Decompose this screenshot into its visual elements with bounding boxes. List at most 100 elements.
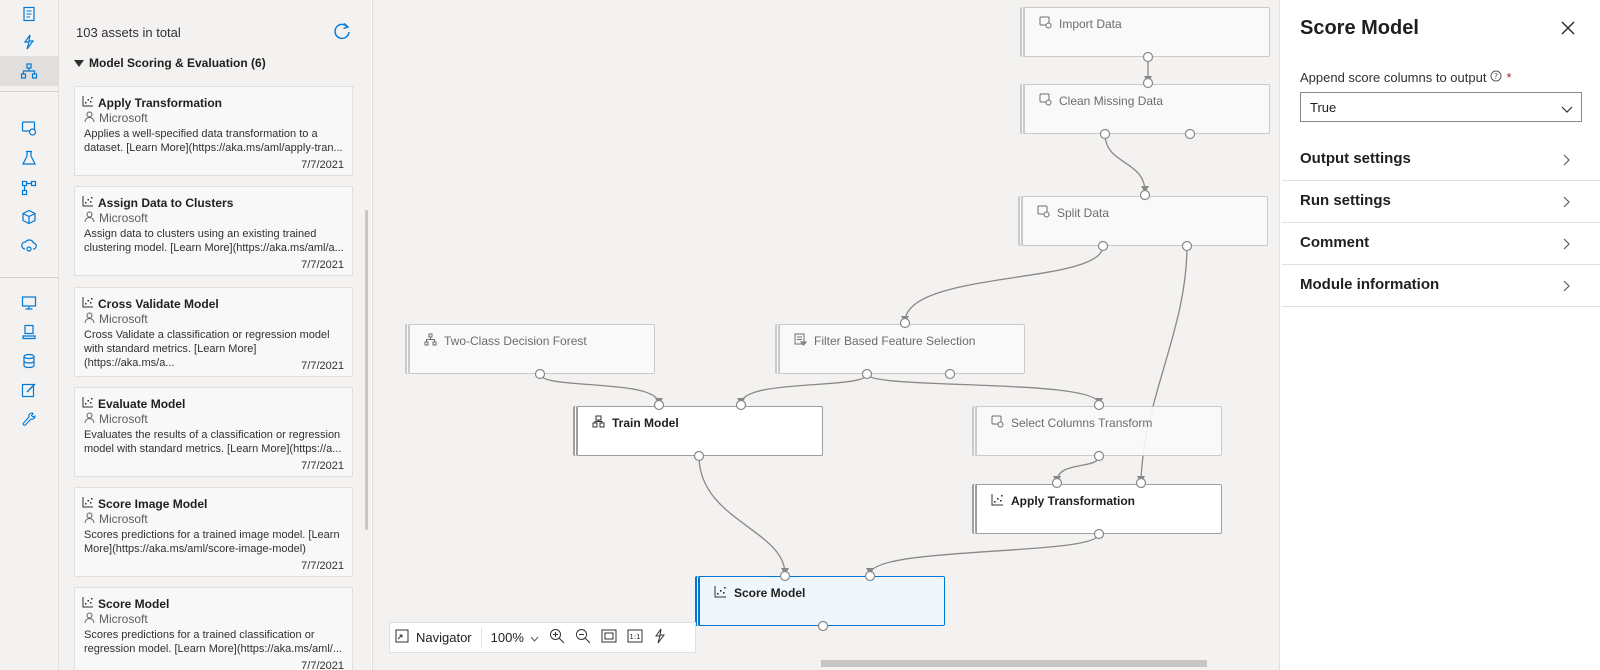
asset-card-date: 7/7/2021 bbox=[301, 159, 344, 171]
tree-icon bbox=[424, 333, 437, 349]
asset-card-description: Cross Validate a classification or regre… bbox=[84, 329, 330, 369]
dataset-icon bbox=[1037, 205, 1050, 221]
asset-card[interactable]: Score Model Microsoft Scores predictions… bbox=[74, 587, 353, 670]
node-label: Train Model bbox=[612, 416, 679, 430]
settings-icon[interactable] bbox=[14, 407, 44, 431]
datasets-icon[interactable] bbox=[14, 116, 44, 140]
navigator-button[interactable]: Navigator bbox=[390, 622, 477, 653]
asset-library-panel: 103 assets in total Model Scoring & Eval… bbox=[59, 0, 371, 670]
person-icon bbox=[84, 312, 95, 326]
chevron-right-icon bbox=[1563, 195, 1571, 212]
asset-card-title: Assign Data to Clusters bbox=[98, 195, 234, 210]
auto-layout-button[interactable] bbox=[648, 622, 672, 653]
asset-card[interactable]: Assign Data to Clusters Microsoft Assign… bbox=[74, 186, 353, 276]
asset-card-title: Evaluate Model bbox=[98, 396, 186, 411]
compute-icon[interactable] bbox=[14, 291, 44, 315]
node-label: Import Data bbox=[1059, 17, 1122, 31]
zoom-in-button[interactable] bbox=[544, 622, 570, 653]
section-label: Module information bbox=[1300, 276, 1440, 293]
asset-panel-scrollbar[interactable] bbox=[365, 210, 368, 530]
asset-card[interactable]: Score Image Model Microsoft Scores predi… bbox=[74, 487, 353, 577]
svg-text:1:1: 1:1 bbox=[629, 633, 640, 641]
panel-title: Score Model bbox=[1300, 17, 1419, 39]
node-import-data[interactable]: Import Data bbox=[1020, 7, 1270, 57]
linked-services-icon[interactable] bbox=[14, 378, 44, 402]
asset-card-description: Applies a well-specified data transforma… bbox=[84, 128, 343, 154]
fit-to-screen-button[interactable] bbox=[596, 622, 622, 653]
section-comment[interactable]: Comment bbox=[1282, 223, 1600, 265]
actual-size-button[interactable]: 1:1 bbox=[622, 622, 648, 653]
pipeline-canvas[interactable]: Import Data Clean Missing Data Split Dat… bbox=[372, 0, 1394, 670]
asset-card-publisher: Microsoft bbox=[99, 211, 148, 225]
asset-card-title: Score Model bbox=[98, 596, 170, 611]
scatter-chart-icon bbox=[991, 493, 1004, 509]
wire-filter-train bbox=[740, 373, 868, 405]
scatter-chart-icon bbox=[714, 585, 727, 601]
canvas-horizontal-scrollbar[interactable] bbox=[821, 660, 1207, 667]
refresh-icon[interactable] bbox=[332, 21, 352, 41]
chevron-right-icon bbox=[1563, 237, 1571, 254]
train-icon bbox=[592, 415, 605, 431]
section-output-settings[interactable]: Output settings bbox=[1282, 139, 1600, 181]
endpoints-icon[interactable] bbox=[14, 234, 44, 258]
person-icon bbox=[84, 211, 95, 225]
experiments-icon[interactable] bbox=[14, 146, 44, 170]
param-label-text: Append score columns to output bbox=[1300, 70, 1487, 85]
node-split-data[interactable]: Split Data bbox=[1018, 196, 1268, 246]
asset-card-title: Apply Transformation bbox=[98, 95, 223, 110]
asset-card[interactable]: Evaluate Model Microsoft Evaluates the r… bbox=[74, 387, 353, 477]
notebook-icon[interactable] bbox=[14, 2, 44, 26]
append-score-select[interactable]: True bbox=[1300, 92, 1582, 122]
designer-icon[interactable] bbox=[0, 56, 58, 86]
asset-card[interactable]: Apply Transformation Microsoft Applies a… bbox=[74, 86, 353, 176]
wire-split-filter bbox=[904, 245, 1104, 323]
section-label: Comment bbox=[1300, 234, 1370, 251]
node-score-model[interactable]: Score Model bbox=[695, 576, 945, 626]
person-icon bbox=[84, 512, 95, 526]
node-two-class-decision-forest[interactable]: Two-Class Decision Forest bbox=[405, 324, 655, 374]
required-asterisk: * bbox=[1506, 70, 1512, 85]
automl-icon[interactable] bbox=[14, 30, 44, 54]
node-train-model[interactable]: Train Model bbox=[573, 406, 823, 456]
actual-size-icon: 1:1 bbox=[627, 629, 643, 646]
node-select-columns-transform[interactable]: Select Columns Transform bbox=[972, 406, 1222, 456]
node-label: Split Data bbox=[1057, 206, 1110, 220]
chevron-right-icon bbox=[1563, 153, 1571, 170]
chevron-right-icon bbox=[1563, 279, 1571, 296]
dataset-icon bbox=[991, 415, 1004, 431]
asset-card-publisher: Microsoft bbox=[99, 512, 148, 526]
asset-card-date: 7/7/2021 bbox=[301, 360, 344, 372]
chevron-down-icon bbox=[1561, 102, 1573, 117]
asset-card-title: Score Image Model bbox=[98, 496, 208, 511]
asset-card[interactable]: Cross Validate Model Microsoft Cross Val… bbox=[74, 287, 353, 377]
caret-down-icon bbox=[74, 59, 84, 67]
node-apply-transformation[interactable]: Apply Transformation bbox=[972, 484, 1222, 534]
category-header[interactable]: Model Scoring & Evaluation (6) bbox=[74, 56, 266, 70]
zoom-in-icon bbox=[549, 628, 565, 647]
asset-card-description: Scores predictions for a trained image m… bbox=[84, 529, 340, 555]
models-icon[interactable] bbox=[14, 205, 44, 229]
node-clean-missing-data[interactable]: Clean Missing Data bbox=[1020, 84, 1270, 134]
zoom-value: 100% bbox=[490, 630, 524, 645]
scatter-chart-icon bbox=[82, 396, 94, 411]
wire-filter-selcols bbox=[866, 373, 1100, 405]
data-labeling-icon[interactable] bbox=[14, 349, 44, 373]
node-label: Filter Based Feature Selection bbox=[814, 334, 976, 348]
module-properties-panel: Score Model Append score columns to outp… bbox=[1279, 0, 1600, 670]
zoom-dropdown[interactable]: 100% bbox=[486, 622, 544, 653]
asset-card-title: Cross Validate Model bbox=[98, 296, 219, 311]
info-icon[interactable]: ? bbox=[1490, 70, 1502, 85]
dataset-icon bbox=[1039, 16, 1052, 32]
person-icon bbox=[84, 612, 95, 626]
zoom-out-button[interactable] bbox=[570, 622, 596, 653]
datastores-icon[interactable] bbox=[14, 320, 44, 344]
wire-clean-split bbox=[1104, 133, 1146, 193]
pipelines-icon[interactable] bbox=[14, 176, 44, 200]
node-label: Apply Transformation bbox=[1011, 494, 1136, 508]
fit-screen-icon bbox=[601, 629, 617, 646]
wire-train-score bbox=[698, 455, 786, 575]
section-module-information[interactable]: Module information bbox=[1282, 265, 1600, 307]
section-run-settings[interactable]: Run settings bbox=[1282, 181, 1600, 223]
close-icon[interactable] bbox=[1558, 18, 1578, 38]
node-filter-based-feature-selection[interactable]: Filter Based Feature Selection bbox=[775, 324, 1025, 374]
